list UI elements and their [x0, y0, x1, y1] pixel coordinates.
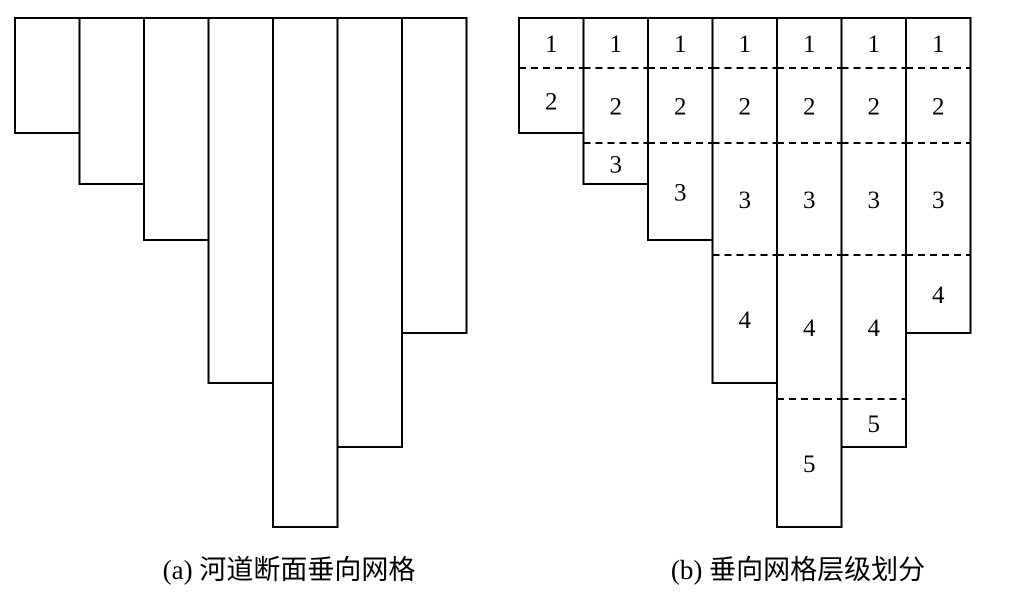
- layer-level-label: 5: [868, 411, 881, 438]
- grid-column-b-2: [582, 17, 649, 185]
- layer-level-label: 3: [803, 187, 816, 214]
- grid-column-a-3: [143, 17, 210, 241]
- layer-level-label: 2: [868, 94, 881, 121]
- grid-column-b-7: [905, 17, 972, 334]
- layer-level-label: 1: [803, 31, 816, 58]
- grid-column-a-1: [14, 17, 81, 134]
- layer-level-label: 2: [803, 94, 816, 121]
- grid-column-a-4: [207, 17, 274, 384]
- layer-level-label: 1: [674, 31, 687, 58]
- grid-column-a-7: [401, 17, 468, 334]
- layer-level-label: 4: [739, 307, 752, 334]
- layer-level-label: 1: [739, 31, 752, 58]
- layer-level-label: 1: [932, 31, 945, 58]
- layer-level-label: 2: [610, 94, 623, 121]
- layer-level-label: 4: [932, 282, 945, 309]
- layer-level-label: 3: [739, 187, 752, 214]
- layer-level-label: 3: [674, 180, 687, 207]
- layer-level-label: 2: [739, 94, 752, 121]
- grid-column-a-6: [336, 17, 403, 448]
- caption-panel-a: (a) 河道断面垂向网格: [162, 555, 416, 585]
- panel-a-river-section-grid: [14, 17, 468, 528]
- layer-level-label: 1: [610, 31, 623, 58]
- layer-level-label: 3: [932, 187, 945, 214]
- grid-column-a-5: [272, 17, 339, 528]
- layer-level-label: 2: [932, 94, 945, 121]
- layer-level-label: 1: [545, 31, 558, 58]
- grid-column-b-1: [518, 17, 585, 134]
- layer-level-label: 5: [803, 451, 816, 478]
- layer-level-label: 4: [803, 315, 816, 342]
- layer-level-label: 2: [545, 89, 558, 116]
- layer-level-label: 4: [868, 315, 881, 342]
- grid-column-b-6: [840, 17, 907, 448]
- layer-level-label: 3: [868, 187, 881, 214]
- grid-column-a-2: [78, 17, 145, 185]
- layer-level-label: 1: [868, 31, 881, 58]
- caption-panel-b: (b) 垂向网格层级划分: [670, 555, 926, 585]
- layer-level-label: 3: [610, 152, 623, 179]
- grid-column-b-5: [776, 17, 843, 528]
- layer-level-label: 2: [674, 94, 687, 121]
- panel-b-layer-division-grid: 1 2 1 2 3 1 2 3 1 2 3 4 1 2 3 4 5 1 2 3 4 5 1 2 3 4: [518, 17, 972, 528]
- grid-column-b-3: [647, 17, 714, 241]
